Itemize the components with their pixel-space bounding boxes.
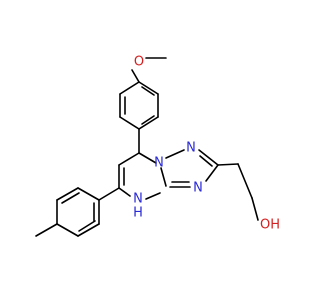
bond-tolyl-inner-2: [78, 220, 96, 232]
triazole-nitrogen-label-3: N: [193, 181, 203, 196]
bond-anisyl-inner-3: [141, 86, 155, 96]
bond-c7-c6: [118, 152, 140, 166]
triazole-nitrogen-label-2: N: [186, 141, 196, 156]
bond-tolyl-4: [56, 223, 79, 237]
bond-c7-n1: [138, 152, 157, 164]
bond-anisyl-3: [119, 116, 140, 130]
bond-o-ring: [131, 69, 140, 83]
bond-ch2a-ch2b: [237, 163, 253, 199]
bond-tolyl-1: [77, 187, 100, 201]
hydroxyl-label: OH: [260, 218, 280, 233]
bond-n2-c2-inner: [199, 155, 213, 167]
carbon-bonds: [35, 57, 259, 237]
bond-anisyl-1: [119, 81, 140, 95]
amine-hydrogen-label: H: [133, 206, 143, 221]
bridgehead-nitrogen-label: N: [154, 156, 164, 171]
bond-tolyl-inner-1: [61, 192, 80, 204]
bond-anisyl-inner-2: [141, 115, 155, 125]
bond-tolyl-methyl: [35, 223, 58, 237]
bond-anisyl-4: [138, 116, 159, 130]
molecule-structure-canvas: O N N N N H OH: [35, 55, 280, 237]
amine-nitrogen-label: N: [133, 192, 143, 207]
heteroatom-bonds: [118, 149, 219, 200]
bond-c5-tolyl: [98, 187, 120, 201]
bond-c3a-n1: [160, 167, 167, 187]
bond-c2-ch2a: [217, 163, 239, 166]
bond-tolyl-5: [77, 223, 100, 237]
bond-n1-n2: [165, 149, 185, 159]
atom-labels: O N N N N H OH: [133, 55, 280, 233]
bond-c3a-nh: [145, 192, 161, 200]
methoxy-oxygen-label: O: [134, 55, 144, 70]
bond-n2-c2: [198, 149, 219, 166]
bond-ch2b-ch2c: [251, 197, 259, 221]
bond-tolyl-2: [56, 187, 79, 201]
bond-c2-n3: [205, 164, 219, 182]
bond-anisyl-6: [138, 81, 159, 95]
bond-nh-c5: [118, 187, 131, 197]
